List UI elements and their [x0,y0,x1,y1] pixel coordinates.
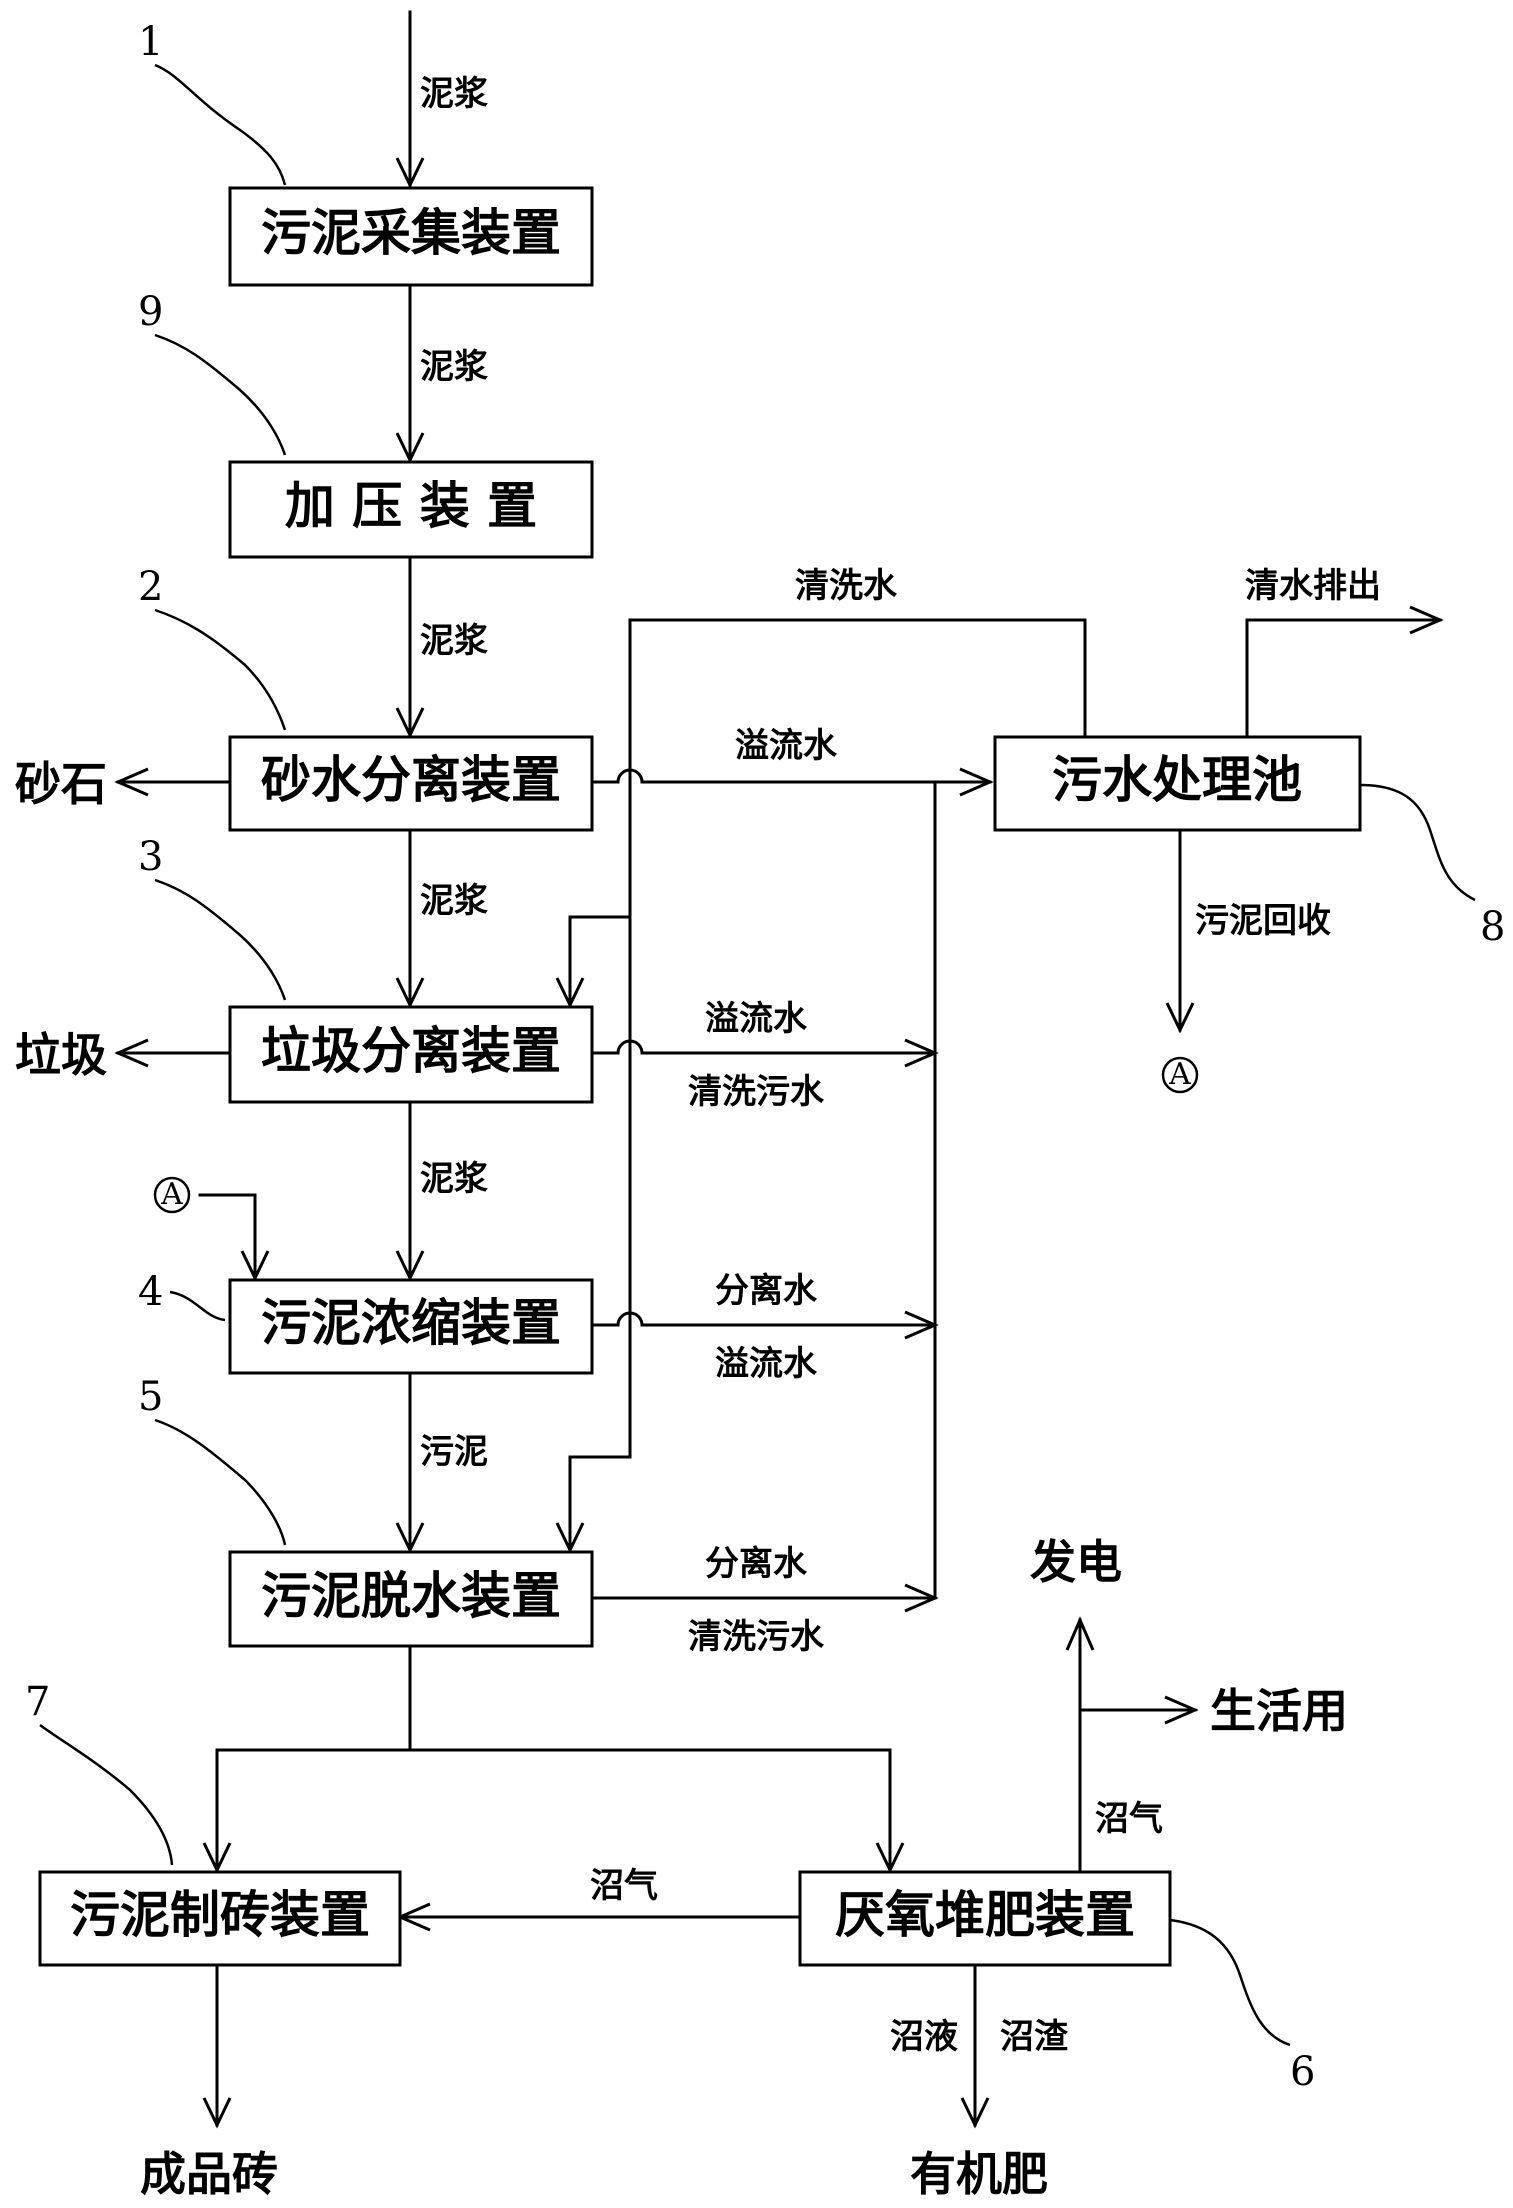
output-power: 发电 [1030,1535,1122,1589]
box-sand-water: 砂水分离装置 [228,735,594,832]
arrow-to-collect [395,157,425,189]
arrow-thicken-water [904,1310,939,1340]
leader-1 [154,63,287,186]
box-sewage-pool-label: 污水处理池 [1052,750,1302,809]
ref-3: 3 [138,834,163,880]
box-sand-water-label: 砂水分离装置 [261,750,561,809]
ref-8: 8 [1480,904,1505,950]
output-sand: 砂石 [15,757,107,811]
label-slurry-4: 泥浆 [420,881,488,921]
arrow-wash-dewater [555,1522,585,1554]
arrow-dewater-water [904,1583,939,1613]
box-thicken: 污泥浓缩装置 [228,1278,594,1375]
label-biogas-liquid: 沼液 [890,2017,958,2057]
ref-7: 7 [25,1679,50,1725]
box-garbage: 垃圾分离装置 [228,1005,594,1104]
arrow-sludge-recycle [1165,1002,1195,1034]
connector-a-bottom-label: A [1168,1057,1191,1092]
label-slurry-5: 泥浆 [420,1159,488,1199]
arrow-clean-out [1409,605,1444,635]
label-slurry-3: 泥浆 [420,621,488,661]
box-collect-label: 污泥采集装置 [261,203,561,262]
label-slurry-2: 泥浆 [420,347,488,387]
label-separated-1: 分离水 [715,1271,818,1311]
leader-6 [1169,1918,1291,2047]
leader-9 [154,333,287,456]
garbage-overflow [590,1039,937,1055]
leader-5 [154,1418,287,1546]
label-overflow-3: 溢流水 [715,1344,818,1384]
box-sewage-pool: 污水处理池 [993,735,1362,832]
sand-overflow [590,768,992,784]
arrow-to-garbage-out [114,1038,149,1068]
label-slurry-1: 泥浆 [420,74,488,114]
box-collect: 污泥采集装置 [228,186,594,287]
output-garbage: 垃圾 [15,1028,107,1082]
arrow-to-sewage-pool [959,767,994,797]
box-brick: 污泥制砖装置 [38,1870,402,1967]
output-fertilizer: 有机肥 [910,2147,1048,2201]
arrow-to-garbage [395,977,425,1009]
ref-6: 6 [1290,2049,1315,2095]
box-dewater: 污泥脱水装置 [228,1550,594,1648]
box-anaerobic: 厌氧堆肥装置 [798,1870,1172,1967]
label-clean-water-out: 清水排出 [1245,566,1381,606]
label-biogas-up: 沼气 [1095,1799,1163,1839]
ref-5: 5 [138,1374,163,1420]
leader-4 [169,1290,226,1322]
label-biogas-residue: 沼渣 [1000,2017,1069,2057]
label-sludge: 污泥 [420,1432,488,1472]
box-pressure-label: 加 压 装 置 [285,476,537,535]
arrow-to-thicken [395,1250,425,1282]
arrow-a-to-thicken [240,1250,270,1282]
box-garbage-label: 垃圾分离装置 [261,1021,561,1080]
label-wash-sewage-2: 清洗污水 [688,1617,825,1657]
label-wash-sewage-1: 清洗污水 [688,1072,825,1112]
output-finished-brick: 成品砖 [140,2147,278,2201]
arrow-to-sand [395,707,425,739]
ref-2: 2 [138,564,163,610]
arrow-wash-garbage [555,977,585,1009]
arrow-to-dewater [395,1522,425,1554]
leader-8 [1359,783,1476,902]
box-dewater-label: 污泥脱水装置 [261,1566,561,1625]
box-thicken-label: 污泥浓缩装置 [261,1293,561,1352]
output-domestic: 生活用 [1210,1684,1348,1738]
arrow-to-brick [202,1842,232,1874]
leader-7 [39,1723,174,1866]
box-anaerobic-label: 厌氧堆肥装置 [835,1885,1135,1944]
arrow-to-sand-out [114,767,149,797]
arrow-to-domestic [1164,1695,1199,1725]
box-pressure: 加 压 装 置 [228,460,594,559]
label-overflow-1: 溢流水 [735,726,838,766]
label-sludge-recycle: 污泥回收 [1195,901,1331,941]
connector-a-left: A [153,1176,191,1214]
arrow-to-fertilizer [960,2097,990,2129]
arrow-to-anaerobic [875,1842,905,1874]
leader-2 [154,608,287,731]
label-separated-2: 分离水 [705,1544,808,1584]
connector-a-bottom: A [1161,1056,1199,1094]
label-biogas-left: 沼气 [590,1866,658,1906]
thicken-water [590,1311,937,1327]
label-overflow-2: 溢流水 [705,999,808,1039]
leader-3 [154,878,287,1001]
ref-1: 1 [138,19,163,65]
arrow-garbage-overflow [904,1038,939,1068]
ref-4: 4 [138,1269,163,1315]
ref-9: 9 [138,289,163,335]
arrow-to-pressure [395,432,425,464]
arrow-to-finished-brick [202,2097,232,2129]
box-brick-label: 污泥制砖装置 [70,1885,370,1944]
label-wash-water: 清洗水 [795,566,898,606]
connector-a-left-label: A [160,1177,183,1212]
arrow-to-power [1065,1616,1095,1651]
